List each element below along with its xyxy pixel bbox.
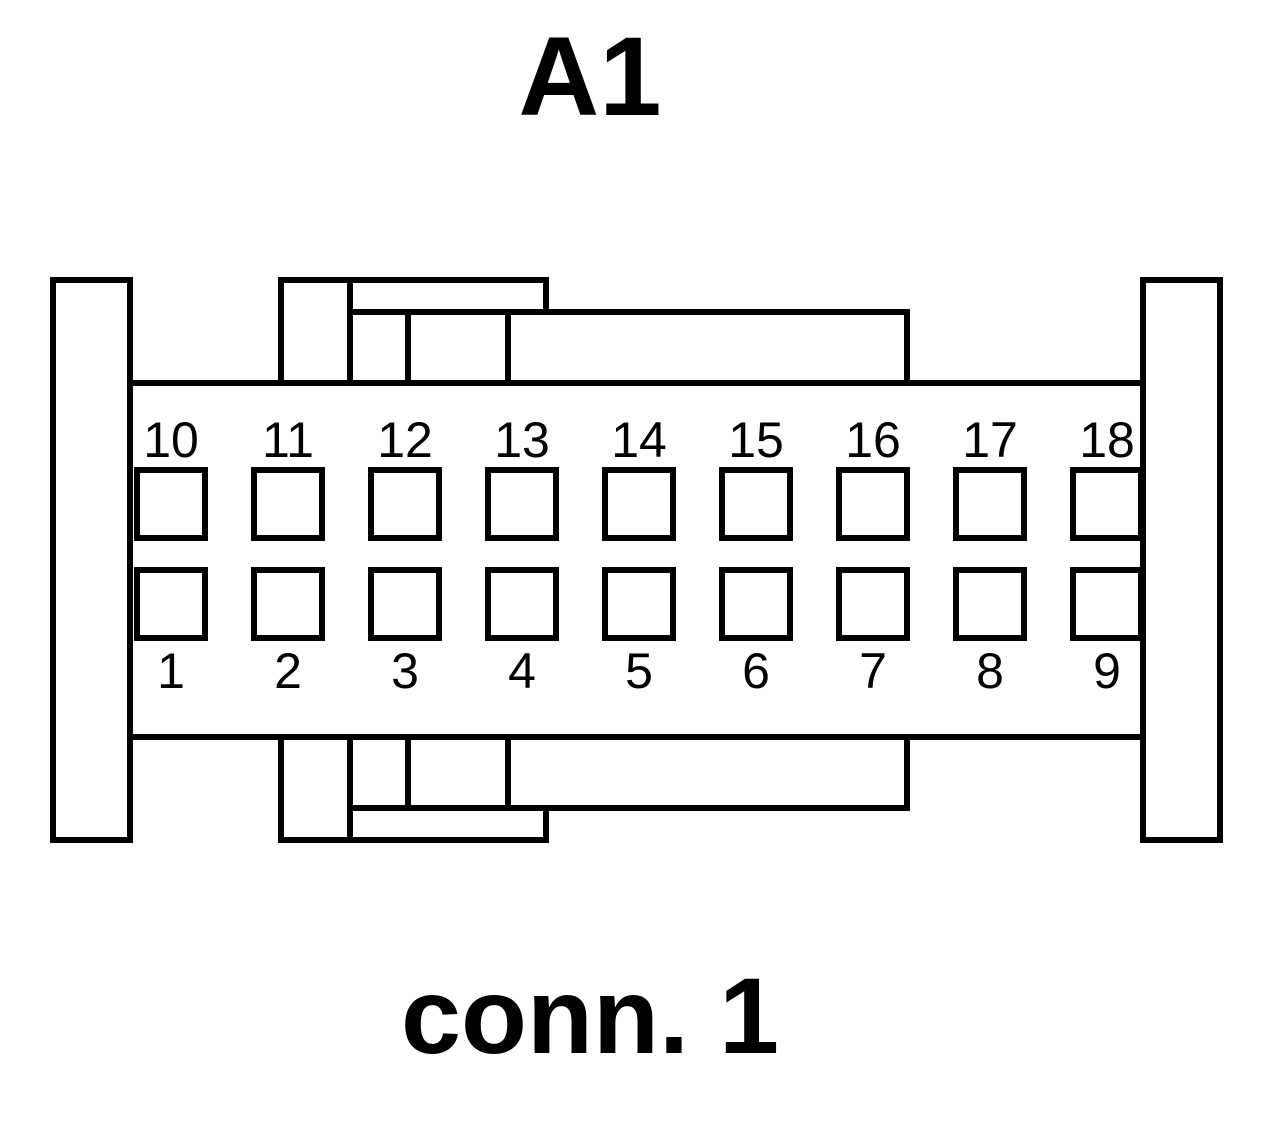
pin-cavity-3 — [368, 567, 442, 641]
right-latch — [1140, 277, 1223, 843]
pin-label-6: 6 — [742, 643, 770, 699]
pin-cavity-10 — [134, 467, 208, 541]
pin-label-16: 16 — [845, 412, 901, 468]
pin-cavity-11 — [251, 467, 325, 541]
pin-label-4: 4 — [508, 643, 536, 699]
pin-cavity-4 — [485, 567, 559, 641]
pin-cavity-8 — [953, 567, 1027, 641]
pin-label-14: 14 — [611, 412, 667, 468]
pin-label-18: 18 — [1079, 412, 1135, 468]
bottom-keying-block — [278, 734, 910, 843]
connector-housing — [50, 277, 1223, 843]
connector-name: conn. 1 — [401, 955, 779, 1076]
left-latch — [50, 277, 133, 843]
pin-cavity-16 — [836, 467, 910, 541]
pin-label-13: 13 — [494, 412, 550, 468]
pin-label-5: 5 — [625, 643, 653, 699]
top-pin-row: 10 11 12 13 14 15 16 17 18 — [134, 412, 1144, 541]
pin-label-9: 9 — [1093, 643, 1121, 699]
pin-cavity-13 — [485, 467, 559, 541]
pin-label-17: 17 — [962, 412, 1018, 468]
pin-cavity-5 — [602, 567, 676, 641]
bottom-pin-row: 1 2 3 4 5 6 7 8 9 — [134, 567, 1144, 699]
pin-label-11: 11 — [262, 412, 314, 468]
pin-cavity-14 — [602, 467, 676, 541]
pin-cavity-15 — [719, 467, 793, 541]
pin-cavity-1 — [134, 567, 208, 641]
connector-designator: A1 — [518, 14, 661, 139]
pin-cavity-12 — [368, 467, 442, 541]
pin-cavity-6 — [719, 567, 793, 641]
top-keying-block — [278, 277, 910, 386]
pin-label-15: 15 — [728, 412, 784, 468]
pin-label-2: 2 — [274, 643, 302, 699]
pin-cavity-2 — [251, 567, 325, 641]
pin-label-12: 12 — [377, 412, 433, 468]
pin-label-1: 1 — [157, 643, 185, 699]
pin-label-10: 10 — [143, 412, 199, 468]
pin-cavity-9 — [1070, 567, 1144, 641]
pin-cavity-17 — [953, 467, 1027, 541]
pin-label-8: 8 — [976, 643, 1004, 699]
pin-cavity-18 — [1070, 467, 1144, 541]
pin-cavity-7 — [836, 567, 910, 641]
pin-label-3: 3 — [391, 643, 419, 699]
pin-label-7: 7 — [859, 643, 887, 699]
